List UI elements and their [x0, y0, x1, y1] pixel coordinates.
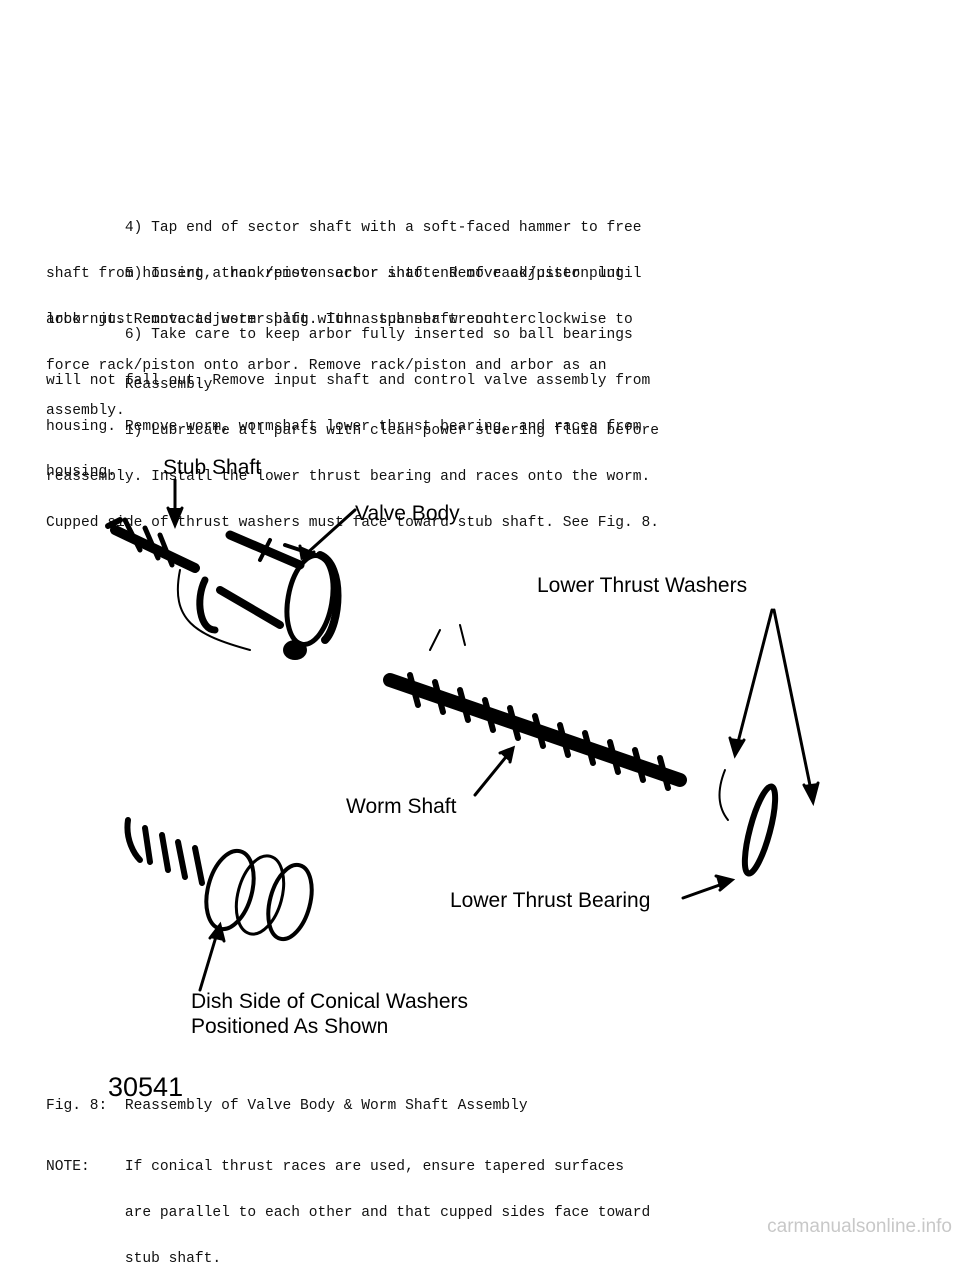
section-heading-reassembly: Reassembly [46, 377, 213, 393]
valve-body-worm-shaft-illustration [105, 478, 820, 992]
text-line: 4) Tap end of sector shaft with a soft-f… [46, 220, 642, 237]
valve-body-drawing [176, 530, 342, 660]
figure-caption: Fig. 8: Reassembly of Valve Body & Worm … [46, 1098, 528, 1114]
stub-shaft-drawing [105, 517, 200, 573]
label-valve-body: Valve Body [355, 502, 460, 525]
arrow-worm-shaft [473, 745, 516, 797]
text-line: force rack/piston onto arbor. Remove rac… [46, 357, 607, 374]
text-line: shaft from housing, then remove sector s… [46, 266, 625, 283]
paragraph-reassembly-step-1: 1) Lubricate all parts with clean power … [46, 394, 659, 546]
label-lower-thrust-washers: Lower Thrust Washers [537, 574, 748, 597]
label-stub-shaft: Stub Shaft [163, 456, 262, 479]
arrow-stub-shaft [166, 478, 184, 529]
label-lower-thrust-bearing: Lower Thrust Bearing [450, 889, 651, 912]
label-dish-side-line-2: Positioned As Shown [191, 1015, 389, 1038]
text-line: housing. Remove worm, wormshaft lower th… [46, 418, 642, 435]
text-line: housing. [46, 464, 117, 481]
paragraph-step-4: 4) Tap end of sector shaft with a soft-f… [46, 191, 642, 343]
text-line: assembly. [46, 403, 125, 420]
note-block: NOTE: If conical thrust races are used, … [46, 1130, 650, 1282]
arrow-valve-body [298, 508, 357, 561]
text-line: will not fall out. Remove input shaft an… [46, 373, 651, 390]
text-line: 5) Insert a rack/piston arbor into end o… [46, 266, 642, 283]
paragraph-step-5: 5) Insert a rack/piston arbor into end o… [46, 237, 642, 435]
text-line: stub shaft. [46, 1250, 222, 1267]
lower-thrust-washers-drawing [718, 769, 779, 877]
worm-shaft-drawing [383, 624, 687, 791]
text-line: 6) Take care to keep arbor fully inserte… [46, 327, 633, 344]
text-line: are parallel to each other and that cupp… [46, 1205, 651, 1222]
watermark-link[interactable]: carmanualsonline.info [767, 1216, 952, 1237]
text-line: NOTE: If conical thrust races are used, … [46, 1159, 625, 1176]
text-line: lock nut. Remove adjuster plug with a sp… [46, 311, 511, 328]
text-line: 1) Lubricate all parts with clean power … [46, 423, 660, 440]
label-dish-side-line-1: Dish Side of Conical Washers [191, 990, 468, 1013]
text-line: Cupped side of thrust washers must face … [46, 514, 660, 531]
arrow-conical-washers [198, 921, 226, 992]
arrow-lower-thrust-washers [728, 608, 820, 807]
label-worm-shaft: Worm Shaft [346, 795, 457, 818]
arrow-lower-thrust-bearing [681, 874, 736, 900]
text-line: arbor just contacts worm shaft. Turn stu… [46, 312, 633, 329]
conical-washers-drawing [124, 817, 314, 942]
text-line: reassembly. Install the lower thrust bea… [46, 469, 651, 486]
paragraph-step-6: 6) Take care to keep arbor fully inserte… [46, 298, 650, 496]
figure-number: 30541 [108, 1072, 184, 1102]
